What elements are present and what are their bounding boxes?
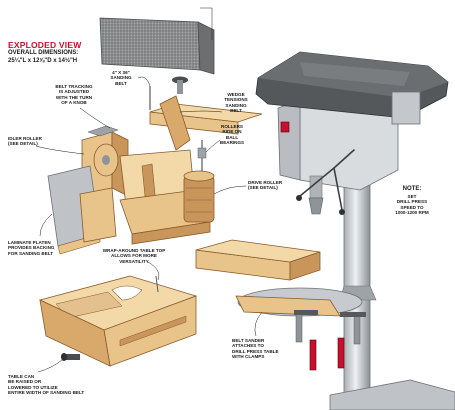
dimensions-heading: OVERALL DIMENSIONS:	[8, 50, 79, 56]
clamp-handle-left	[309, 339, 317, 371]
motor	[391, 91, 421, 125]
note-text: SET DRILL PRESS SPEED TO 1000-1200 RPM	[395, 194, 429, 216]
wedge	[159, 95, 191, 151]
label-wedge: WEDGE TENSIONS SANDING BELT	[224, 92, 248, 114]
clamp-handle-right	[337, 337, 345, 369]
label-belt-tracking: BELT TRACKING IS ADJUSTED WITH THE TURN …	[55, 84, 93, 106]
power-switch	[280, 121, 290, 133]
label-table: TABLE CAN BE RAISED OR LOWERED TO UTILIZ…	[8, 374, 85, 396]
laminate-platen	[47, 165, 117, 255]
dimensions-value: 25¼"L x 12⅝"D x 14½"H	[8, 58, 78, 64]
label-rollers: ROLLERS RIDE ON BALL BEARINGS	[219, 124, 245, 146]
clamps	[294, 310, 366, 371]
drive-roller	[183, 170, 215, 223]
label-sanding-belt: 4" x 36" SANDING BELT	[110, 70, 132, 86]
diagram-title: EXPLODED VIEW	[8, 40, 82, 50]
drill-press	[237, 51, 455, 410]
chuck	[308, 197, 324, 215]
feed-handles	[299, 149, 355, 211]
sanding-belt	[99, 17, 215, 75]
label-wraparound: WRAP-AROUND TABLE TOP ALLOWS FOR MORE VE…	[102, 248, 166, 264]
label-belt-sander: BELT SANDER ATTACHES TO DRILL PRESS TABL…	[232, 338, 279, 360]
drill-press-base	[329, 379, 455, 410]
label-idler-roller: IDLER ROLLER (SEE DETAIL)	[8, 136, 42, 147]
leader-lines	[35, 7, 263, 373]
table-cutout	[111, 285, 143, 301]
label-laminate-platen: LAMINATE PLATEN PROVIDES BACKING FOR SAN…	[8, 240, 55, 256]
table-knob	[66, 354, 80, 360]
sander-assembly	[195, 239, 366, 371]
tracking-knob	[172, 76, 188, 94]
wraparound-table	[38, 275, 198, 367]
note-heading: NOTE:	[402, 186, 422, 192]
belt-frame	[149, 86, 263, 180]
label-drive-roller: DRIVE ROLLER (SEE DETAIL)	[248, 180, 283, 191]
